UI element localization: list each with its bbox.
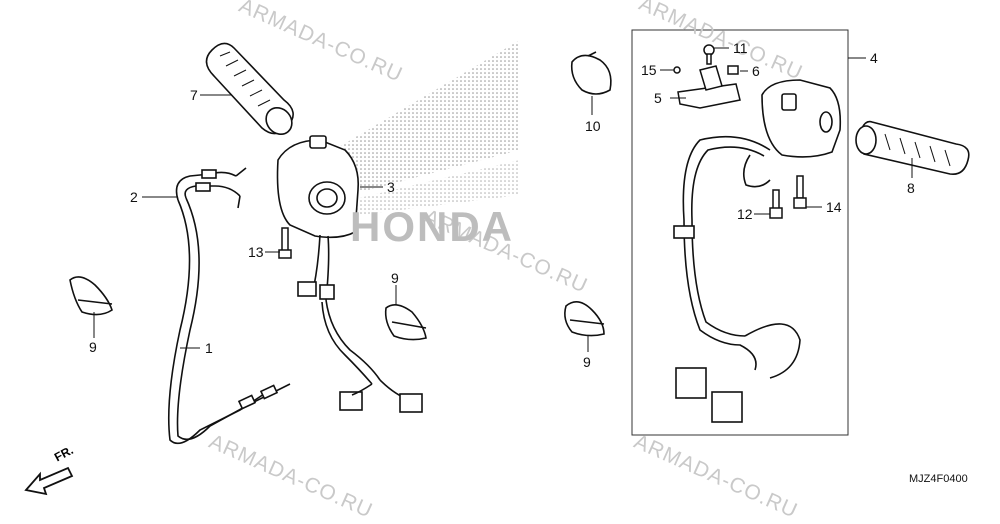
callout-15: 15 [641, 62, 657, 78]
switch-bracket [677, 65, 741, 109]
honda-logo-text: HONDA [350, 203, 514, 250]
callout-4: 4 [870, 50, 878, 66]
callout-1: 1 [205, 340, 213, 356]
callout-5: 5 [654, 90, 662, 106]
left-switch-housing [276, 135, 360, 301]
callout-10: 10 [585, 118, 601, 134]
band-clip-center [384, 304, 427, 341]
callout-3: 3 [387, 179, 395, 195]
bolt-13 [278, 227, 292, 259]
callout-9: 9 [391, 270, 399, 286]
left-wire-harness [321, 299, 423, 413]
leader-lines [93, 47, 913, 352]
bolt-11 [703, 44, 715, 65]
diagram-code: MJZ4F0400 [909, 473, 968, 485]
callout-14: 14 [826, 199, 842, 215]
callout-11: 11 [733, 40, 748, 56]
front-direction-arrow [24, 466, 74, 496]
callout-13: 13 [248, 244, 264, 260]
screw-14 [793, 175, 807, 209]
right-switch-housing [761, 79, 842, 158]
throttle-grip [205, 42, 294, 136]
callout-7: 7 [190, 87, 198, 103]
callout-9: 9 [89, 339, 97, 355]
band-clip-right [564, 301, 605, 337]
parts-diagram [24, 29, 970, 496]
callout-8: 8 [907, 180, 915, 196]
band-clip-left [69, 276, 113, 316]
honda-wing-logo [300, 40, 520, 215]
nut-6 [727, 65, 739, 75]
throttle-cables [167, 167, 291, 445]
screw-15 [673, 66, 681, 74]
screw-12 [769, 189, 783, 219]
wire-clip [570, 51, 612, 95]
callout-9: 9 [583, 354, 591, 370]
callout-2: 2 [130, 189, 138, 205]
right-switch-assembly-box [631, 29, 849, 436]
callout-12: 12 [737, 206, 753, 222]
callout-6: 6 [752, 63, 760, 79]
right-wire-harness [673, 135, 801, 423]
right-grip [855, 120, 970, 176]
